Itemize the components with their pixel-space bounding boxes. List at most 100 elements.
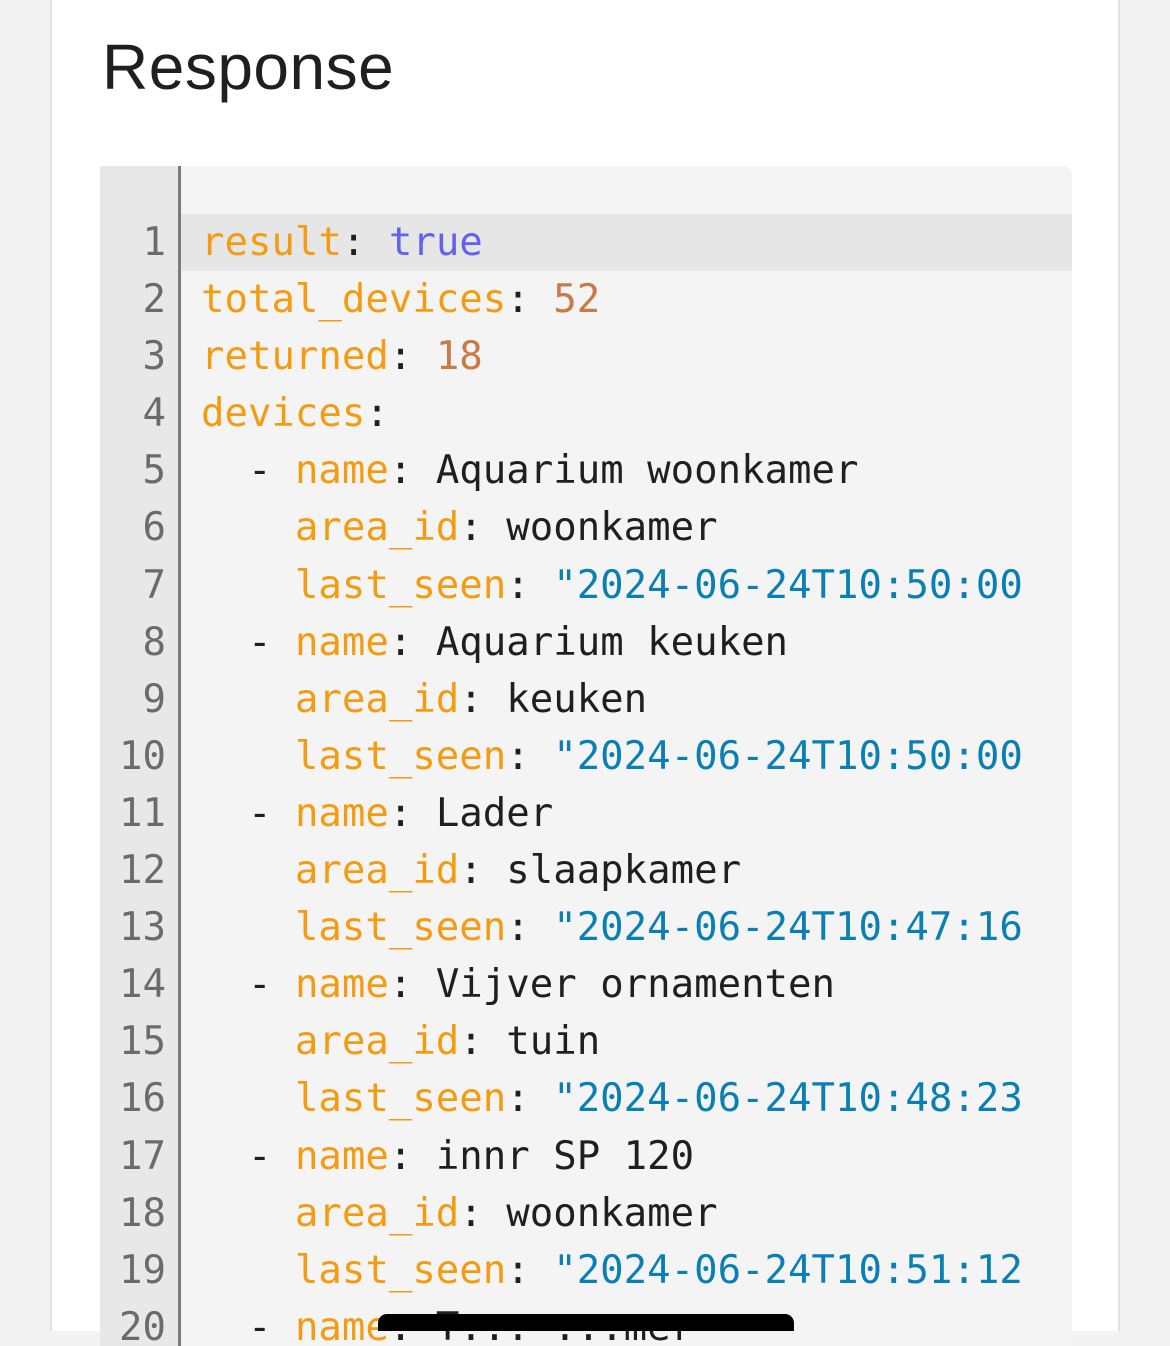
yaml-key: area_id [294,848,460,894]
yaml-value: "2024-06-24T10:47:16 [553,905,1023,951]
list-dash: - [247,790,295,836]
line-number: 14 [119,962,166,1008]
code-text: last_seen: "2024-06-24T10:48:23 [201,1070,1023,1127]
line-number: 17 [119,1133,166,1179]
colon: : [459,1190,507,1236]
line-number: 1 [142,220,166,265]
yaml-key: returned [201,334,389,380]
list-dash: - [247,448,295,494]
indent [201,1076,295,1121]
indent [201,677,295,722]
line-number: 11 [119,790,166,836]
colon: : [388,619,436,665]
yaml-key: area_id [294,1019,460,1065]
line-number: 13 [119,905,166,951]
line-number: 16 [119,1076,166,1122]
colon: : [506,1076,554,1122]
colon: : [388,962,436,1008]
line-number: 7 [142,562,166,608]
code-text: total_devices: 52 [201,271,600,328]
code-line[interactable]: 15 area_id: tuin [100,1013,1072,1070]
line-number: 18 [119,1190,166,1236]
line-number: 10 [119,733,166,779]
code-line[interactable]: 8 - name: Aquarium keuken [100,614,1072,671]
yaml-key: last_seen [294,1076,507,1122]
code-text: area_id: slaapkamer [201,842,741,899]
colon: : [506,733,554,779]
code-text: - name: Aquarium keuken [201,614,788,671]
line-number: 5 [142,448,166,494]
indent [201,791,248,836]
yaml-key: name [294,448,389,494]
code-line[interactable]: 16 last_seen: "2024-06-24T10:48:23 [100,1070,1072,1127]
code-text: - name: Lader [201,785,553,842]
yaml-key: total_devices [201,277,507,323]
yaml-value: slaapkamer [506,848,742,894]
indent [201,448,248,493]
line-number: 20 [119,1304,166,1346]
indent [201,620,248,665]
code-line[interactable]: 12 area_id: slaapkamer [100,842,1072,899]
line-number: 12 [119,848,166,894]
yaml-value: keuken [506,676,648,722]
code-line[interactable]: 10 last_seen: "2024-06-24T10:50:00 [100,728,1072,785]
indent [201,1019,295,1064]
code-text: - name: Aquarium woonkamer [201,442,859,499]
line-number: 15 [119,1019,166,1065]
yaml-value: "2024-06-24T10:50:00 [553,733,1023,779]
code-line[interactable]: 18 area_id: woonkamer [100,1185,1072,1242]
code-line[interactable]: 11 - name: Lader [100,785,1072,842]
indent [201,1191,295,1236]
list-dash: - [247,1304,295,1346]
home-indicator [378,1314,794,1331]
yaml-value: Aquarium keuken [435,619,789,665]
indent [201,1134,248,1179]
code-line[interactable]: 19 last_seen: "2024-06-24T10:51:12 [100,1242,1072,1299]
yaml-value: woonkamer [506,1190,718,1236]
yaml-key: name [294,790,389,836]
code-text: area_id: woonkamer [201,1185,718,1242]
yaml-value: woonkamer [506,505,718,551]
yaml-key: area_id [294,1190,460,1236]
line-number: 19 [119,1247,166,1293]
code-line[interactable]: 13 last_seen: "2024-06-24T10:47:16 [100,899,1072,956]
code-text: devices: [201,385,389,442]
yaml-key: last_seen [294,905,507,951]
code-text: area_id: tuin [201,1013,600,1070]
yaml-key: last_seen [294,733,507,779]
code-line[interactable]: 17 - name: innr SP 120 [100,1128,1072,1185]
yaml-value: Aquarium woonkamer [435,448,859,494]
code-line[interactable]: 9 area_id: keuken [100,671,1072,728]
colon: : [341,220,389,265]
yaml-key: area_id [294,676,460,722]
list-dash: - [247,962,295,1008]
yaml-value: "2024-06-24T10:50:00 [553,562,1023,608]
list-dash: - [247,619,295,665]
colon: : [506,905,554,951]
code-line[interactable]: 6 area_id: woonkamer [100,499,1072,556]
active-line-highlight [181,214,1072,271]
yaml-key: devices [201,391,366,437]
line-number: 6 [142,505,166,551]
colon: : [388,1133,436,1179]
yaml-value: "2024-06-24T10:51:12 [553,1247,1023,1293]
colon: : [459,1019,507,1065]
colon: : [388,334,436,380]
code-text: last_seen: "2024-06-24T10:50:00 [201,557,1023,614]
code-line[interactable]: 5 - name: Aquarium woonkamer [100,442,1072,499]
indent [201,962,248,1007]
yaml-key: last_seen [294,562,507,608]
code-line[interactable]: 14 - name: Vijver ornamenten [100,956,1072,1013]
code-text: area_id: keuken [201,671,647,728]
yaml-value: "2024-06-24T10:48:23 [553,1076,1023,1122]
indent [201,1248,295,1293]
yaml-key: area_id [294,505,460,551]
code-line[interactable]: 7 last_seen: "2024-06-24T10:50:00 [100,557,1072,614]
